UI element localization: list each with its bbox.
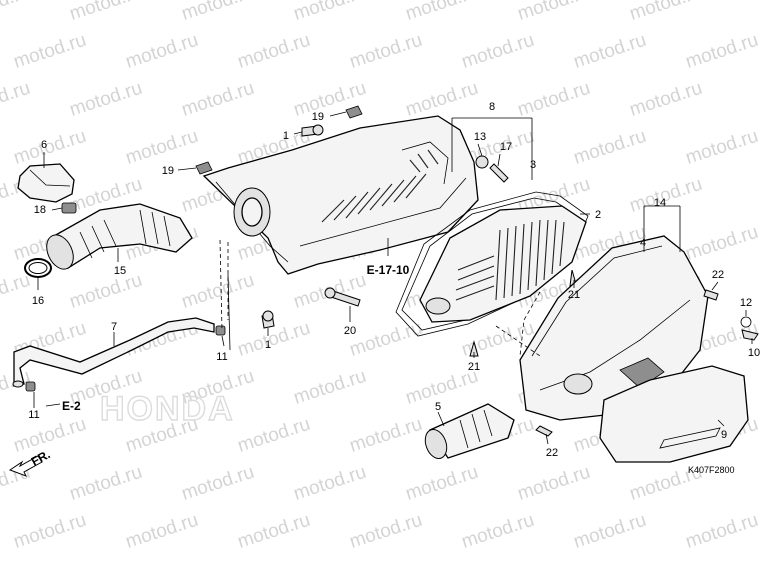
part-5-funnel <box>424 403 515 460</box>
watermark-text: motod.ru <box>291 366 369 409</box>
watermark-text: motod.ru <box>571 126 649 169</box>
watermark-text: motod.ru <box>683 222 761 265</box>
watermark-text: motod.ru <box>179 462 257 505</box>
part-9-outer-panel <box>599 365 749 463</box>
reference-e17-10: E-17-10 <box>367 263 410 277</box>
watermark-text: motod.ru <box>683 30 761 73</box>
watermark-text: motod.ru <box>515 0 593 25</box>
watermark-text: motod.ru <box>515 78 593 121</box>
callout-labels: 1 1 2 3 4 5 6 7 8 9 10 11 11 12 13 14 15… <box>28 101 760 459</box>
watermark-text: motod.ru <box>179 78 257 121</box>
watermark-text: motod.ru <box>403 0 481 25</box>
watermark-text: motod.ru <box>235 414 313 457</box>
watermark-text: motod.ru <box>627 174 705 217</box>
watermark-text: motod.ru <box>11 414 89 457</box>
watermark-text: motod.ru <box>0 270 33 313</box>
watermark-text: motod.ru <box>67 78 145 121</box>
callout-19-left: 19 <box>162 165 174 177</box>
callout-7: 7 <box>111 321 117 333</box>
callout-12: 12 <box>740 297 752 309</box>
callout-22-bottom: 22 <box>546 447 558 459</box>
watermark-text: motod.ru <box>515 462 593 505</box>
watermark-text: motod.ru <box>403 78 481 121</box>
callout-2: 2 <box>595 209 601 221</box>
watermark-text: motod.ru <box>347 30 425 73</box>
callout-3: 3 <box>530 159 536 171</box>
callout-17: 17 <box>500 141 512 153</box>
part-20-bolt <box>324 287 361 307</box>
watermark-text: motod.ru <box>235 510 313 553</box>
watermark-text: motod.ru <box>179 270 257 313</box>
watermark-text: motod.ru <box>291 0 369 25</box>
callout-16: 16 <box>32 295 44 307</box>
part-15-intake-duct <box>46 203 193 270</box>
callout-6: 6 <box>41 139 47 151</box>
callout-4: 4 <box>640 237 646 249</box>
callout-20: 20 <box>344 325 356 337</box>
watermark-text: motod.ru <box>235 30 313 73</box>
callout-9: 9 <box>721 429 727 441</box>
watermark-text: motod.ru <box>0 0 33 25</box>
front-direction-arrow-icon <box>8 455 43 477</box>
watermark-text: motod.ru <box>459 510 537 553</box>
watermark-text: motod.ru <box>683 126 761 169</box>
honda-brand-watermark: HONDA <box>100 390 235 428</box>
watermark-text: motod.ru <box>683 510 761 553</box>
part-2-air-element <box>419 205 587 323</box>
part-19-clip-nuts <box>195 105 363 175</box>
callout-18: 18 <box>34 204 46 216</box>
part-22-screws <box>535 289 719 437</box>
callout-13: 13 <box>474 131 486 143</box>
callout-21-left: 21 <box>468 361 480 373</box>
callout-5: 5 <box>435 401 441 413</box>
callout-8: 8 <box>489 101 495 113</box>
watermark-text: motod.ru <box>11 510 89 553</box>
watermark-text: motod.ru <box>123 30 201 73</box>
part-1-screws <box>261 124 324 329</box>
watermark-text: motod.ru <box>627 0 705 25</box>
watermark-text: motod.ru <box>571 510 649 553</box>
watermark-text: motod.ru <box>291 462 369 505</box>
part-6-duct-cap <box>17 163 75 203</box>
callout-11-left: 11 <box>28 409 39 421</box>
watermark-text: motod.ru <box>403 462 481 505</box>
part-18-clip <box>61 202 77 214</box>
watermark-text: motod.ru <box>347 414 425 457</box>
reference-e2: E-2 <box>62 399 81 413</box>
watermark-text: motod.ru <box>571 30 649 73</box>
watermark-text: motod.ru <box>67 0 145 25</box>
callout-22-right: 22 <box>712 269 724 281</box>
watermark-text: motod.ru <box>67 270 145 313</box>
watermark-text: motod.ru <box>459 30 537 73</box>
part-7-drain-tube <box>12 317 215 388</box>
watermark-text: motod.ru <box>123 126 201 169</box>
callout-10: 10 <box>748 347 760 359</box>
part-13-17-small-parts <box>475 155 509 183</box>
watermark-text: motod.ru <box>0 78 33 121</box>
callout-19-top: 19 <box>312 111 324 123</box>
callout-15: 15 <box>114 265 126 277</box>
part-11-clips <box>25 325 226 392</box>
part-10-12-plug <box>740 316 759 341</box>
watermark-text: motod.ru <box>123 510 201 553</box>
watermark-text: motod.ru <box>347 510 425 553</box>
callout-1-top: 1 <box>283 130 289 142</box>
watermark-text: motod.ru <box>11 126 89 169</box>
diagram-code: K407F2800 <box>688 465 735 475</box>
watermark-text: motod.ru <box>347 318 425 361</box>
callout-21-right: 21 <box>568 289 580 301</box>
watermark-text: motod.ru <box>627 78 705 121</box>
watermark-text: motod.ru <box>67 462 145 505</box>
air-cleaner-case <box>202 115 479 275</box>
callout-1-bottom: 1 <box>265 339 271 351</box>
callout-11-right: 11 <box>216 351 227 363</box>
watermark-text: motod.ru <box>179 0 257 25</box>
part-16-hose-clamp <box>24 258 52 278</box>
watermark-text: motod.ru <box>11 30 89 73</box>
callout-14: 14 <box>654 197 666 209</box>
leader-lines <box>33 111 753 445</box>
